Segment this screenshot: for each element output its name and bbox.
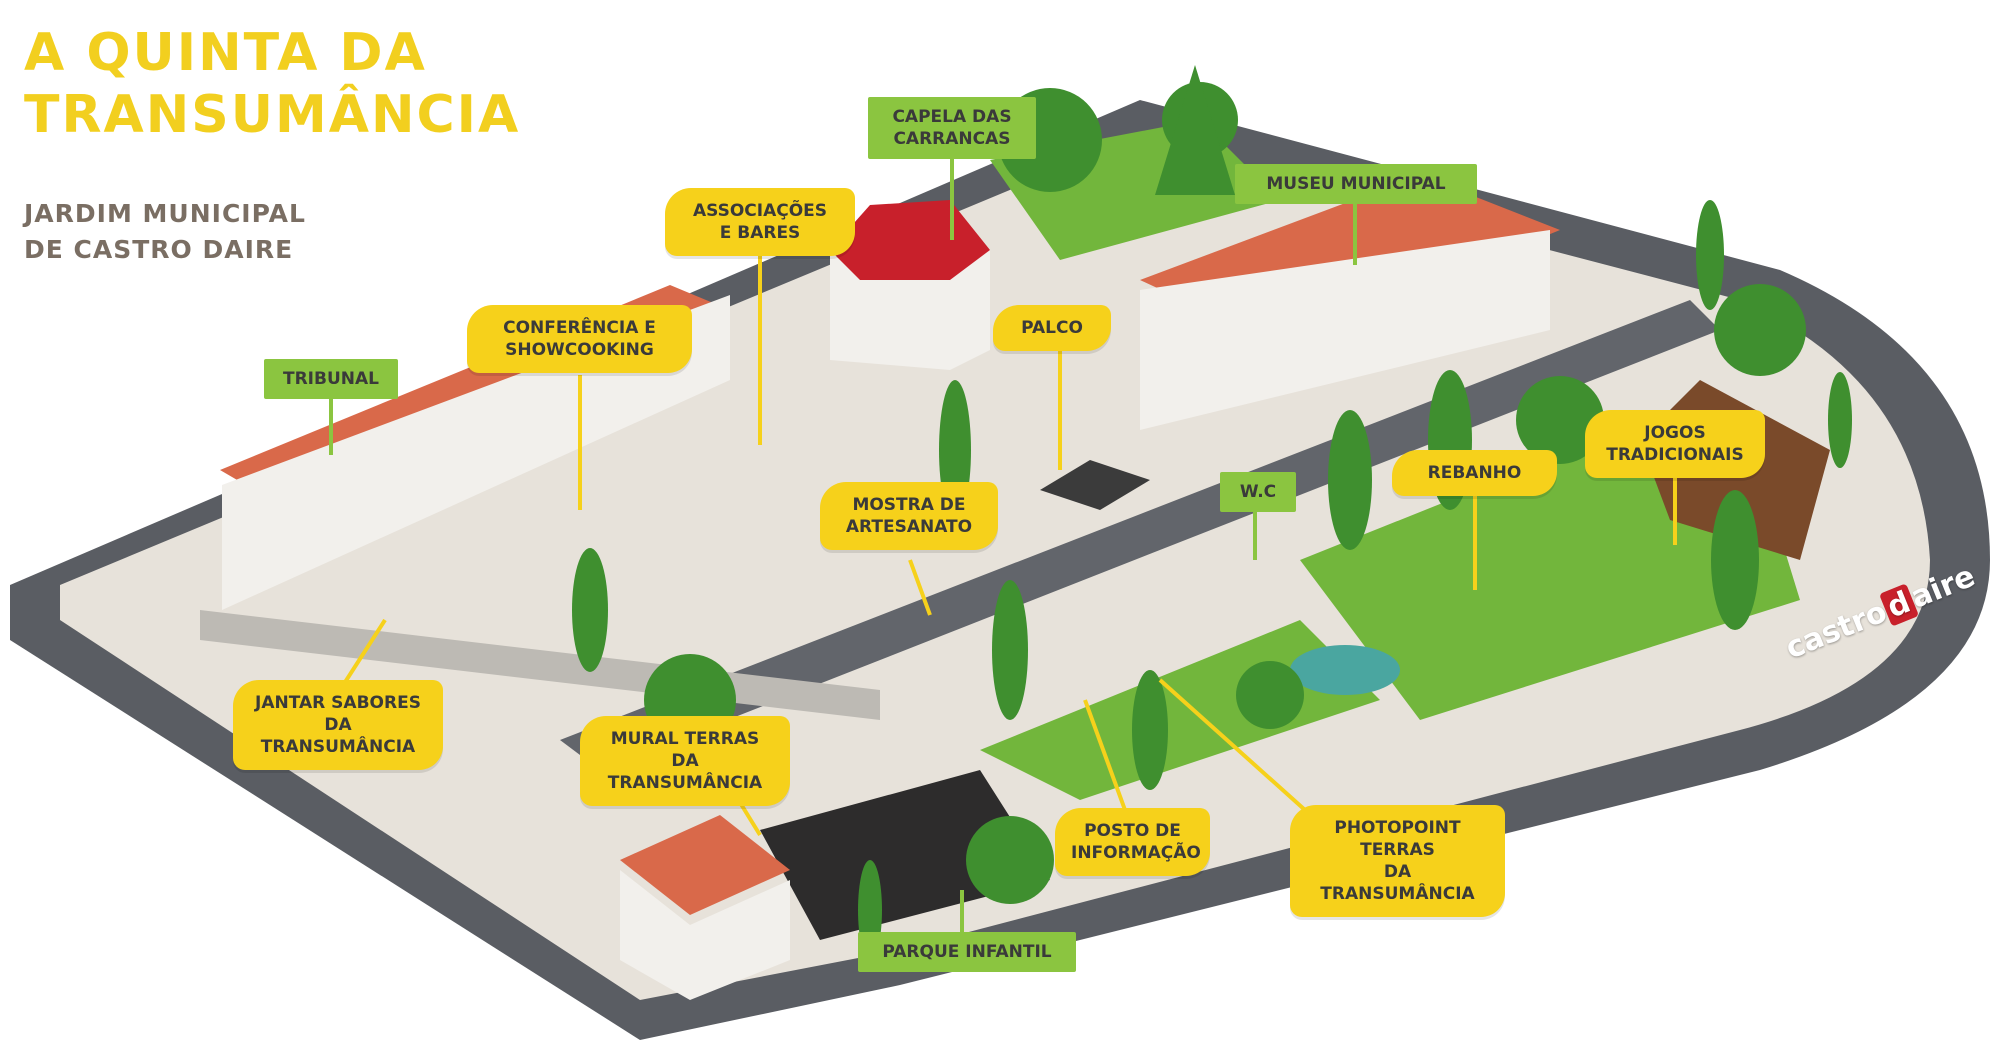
label-associacoes-e-bares[interactable]: ASSOCIAÇÕES E BARES <box>665 188 855 256</box>
label-museu-municipal[interactable]: MUSEU MUNICIPAL <box>1235 164 1477 204</box>
map-subtitle: JARDIM MUNICIPAL DE CASTRO DAIRE <box>24 196 306 268</box>
subtitle-line-1: JARDIM MUNICIPAL <box>24 199 306 228</box>
label-jantar-sabores-da-transumancia[interactable]: JANTAR SABORES DA TRANSUMÂNCIA <box>233 680 443 770</box>
fountain-lake <box>1290 645 1400 695</box>
plaza-paving <box>60 140 1930 1000</box>
museum-wall <box>1140 230 1550 430</box>
subtitle-line-2: DE CASTRO DAIRE <box>24 235 294 264</box>
tribunal-wall <box>222 295 730 610</box>
title-line-1: A QUINTA DA <box>24 23 427 83</box>
label-rebanho[interactable]: REBANHO <box>1392 450 1557 496</box>
label-jogos-tradicionais[interactable]: JOGOS TRADICIONAIS <box>1585 410 1765 478</box>
label-mostra-de-artesanato[interactable]: MOSTRA DE ARTESANATO <box>820 482 998 550</box>
small-house-roof <box>620 815 790 915</box>
stage-platform <box>1040 460 1150 510</box>
label-leaders-yellow <box>338 255 1677 837</box>
label-photopoint-terras-da-transumancia[interactable]: PHOTOPOINT TERRAS DA TRANSUMÂNCIA <box>1290 805 1505 917</box>
label-parque-infantil[interactable]: PARQUE INFANTIL <box>858 932 1076 972</box>
label-conferencia-e-showcooking[interactable]: CONFERÊNCIA E SHOWCOOKING <box>467 305 692 373</box>
label-palco[interactable]: PALCO <box>993 305 1111 351</box>
map-title: A QUINTA DA TRANSUMÂNCIA <box>24 22 520 146</box>
label-wc[interactable]: W.C <box>1220 472 1296 512</box>
label-capela-das-carrancas[interactable]: CAPELA DAS CARRANCAS <box>868 97 1036 159</box>
label-mural-terras-da-transumancia[interactable]: MURAL TERRAS DA TRANSUMÂNCIA <box>580 716 790 806</box>
label-tribunal[interactable]: TRIBUNAL <box>264 359 398 399</box>
title-line-2: TRANSUMÂNCIA <box>24 85 521 145</box>
playground-ground <box>760 770 1050 940</box>
label-leaders-green <box>329 145 1357 935</box>
label-posto-de-informacao[interactable]: POSTO DE INFORMAÇÃO <box>1055 808 1210 876</box>
small-house-wall <box>620 870 790 1000</box>
